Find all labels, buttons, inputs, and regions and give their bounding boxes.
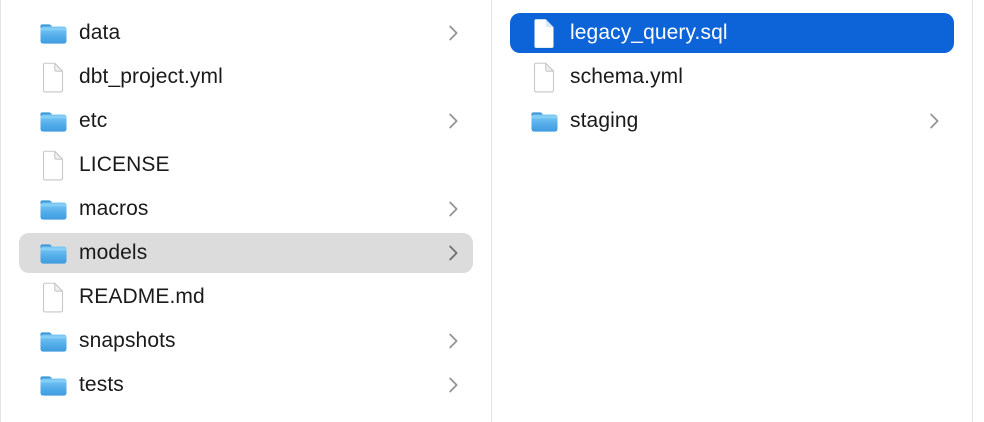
file-column-1[interactable]: data [1,0,492,422]
chevron-right-icon [448,112,459,130]
list-item-label: models [79,241,148,264]
chevron-right-icon [448,332,459,350]
list-item-readme-md[interactable]: README.md [19,277,473,317]
list-item-label: README.md [79,285,205,308]
chevron-right-icon [448,244,459,262]
folder-icon [37,105,69,137]
file-icon [37,61,69,93]
list-item-label: snapshots [79,329,176,352]
list-item-label: data [79,21,121,44]
list-item-label: etc [79,109,108,132]
list-item-schema-yml[interactable]: schema.yml [510,57,954,97]
file-column-2[interactable]: legacy_query.sql [492,0,973,422]
list-item-staging[interactable]: staging [510,101,954,141]
list-item-dbt-project-yml[interactable]: dbt_project.yml [19,57,473,97]
list-item-legacy-query-sql[interactable]: legacy_query.sql [510,13,954,53]
list-item-label: staging [570,109,639,132]
list-item-label: tests [79,373,124,396]
list-item-label: LICENSE [79,153,170,176]
file-icon [528,61,560,93]
list-item-etc[interactable]: etc [19,101,473,141]
folder-icon [37,17,69,49]
list-item-label: dbt_project.yml [79,65,223,88]
list-item-models[interactable]: models [19,233,473,273]
chevron-right-icon [448,200,459,218]
list-item-label: legacy_query.sql [570,21,728,44]
chevron-right-icon [448,24,459,42]
list-item-data[interactable]: data [19,13,473,53]
list-item-tests[interactable]: tests [19,365,473,405]
file-icon [37,149,69,181]
file-icon [37,281,69,313]
folder-icon [37,237,69,269]
list-item-license[interactable]: LICENSE [19,145,473,185]
list-item-snapshots[interactable]: snapshots [19,321,473,361]
folder-icon [37,325,69,357]
list-item-label: schema.yml [570,65,684,88]
folder-icon [528,105,560,137]
folder-icon [37,193,69,225]
chevron-right-icon [929,112,940,130]
list-item-label: macros [79,197,149,220]
file-column-3[interactable] [973,0,984,422]
file-icon [528,17,560,49]
chevron-right-icon [448,376,459,394]
folder-icon [37,369,69,401]
list-item-macros[interactable]: macros [19,189,473,229]
